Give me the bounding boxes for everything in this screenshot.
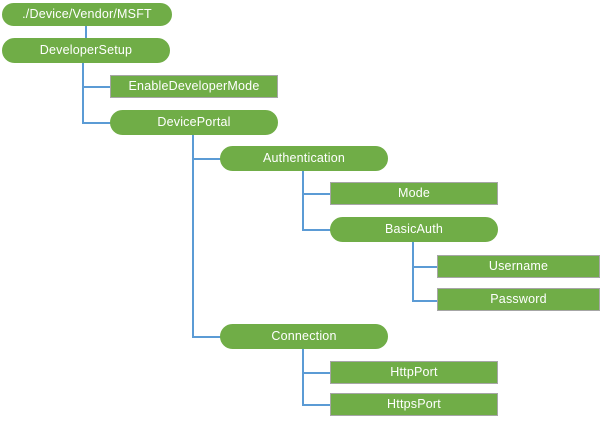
tree-node-label: HttpPort: [390, 365, 438, 380]
connector-auth-to-mode: [302, 193, 331, 195]
connector-connection-to-httpsport: [302, 404, 331, 406]
connector-deviceportal-to-connection: [192, 336, 221, 338]
tree-node-label: Authentication: [262, 151, 346, 166]
tree-node-label: ./Device/Vendor/MSFT: [22, 7, 152, 22]
connector-connection-to-httpport: [302, 372, 331, 374]
connector-root-to-developersetup: [85, 26, 87, 39]
connector-basicauth-trunk: [412, 242, 414, 301]
tree-node-label: Mode: [397, 186, 431, 201]
tree-node-deviceportal[interactable]: DevicePortal: [110, 110, 278, 135]
tree-node-httpsport[interactable]: HttpsPort: [330, 393, 498, 416]
tree-node-basicauth[interactable]: BasicAuth: [330, 217, 498, 242]
tree-node-label: BasicAuth: [384, 222, 444, 237]
tree-node-label: HttpsPort: [387, 397, 441, 412]
tree-node-httpport[interactable]: HttpPort: [330, 361, 498, 384]
tree-node-username[interactable]: Username: [437, 255, 600, 278]
tree-node-label: DevicePortal: [157, 115, 231, 130]
tree-node-password[interactable]: Password: [437, 288, 600, 311]
connector-basicauth-to-username: [412, 266, 438, 268]
tree-node-connection[interactable]: Connection: [220, 324, 388, 349]
tree-node-devsetup[interactable]: DeveloperSetup: [2, 38, 170, 63]
connector-developersetup-to-enabledev: [82, 86, 111, 88]
tree-node-label: Connection: [271, 329, 337, 344]
tree-node-label: Username: [488, 259, 549, 274]
connector-developersetup-to-deviceportal: [82, 122, 111, 124]
tree-node-root[interactable]: ./Device/Vendor/MSFT: [2, 3, 172, 26]
tree-node-label: EnableDeveloperMode: [128, 79, 260, 94]
connector-deviceportal-to-auth: [192, 158, 221, 160]
tree-node-authentication[interactable]: Authentication: [220, 146, 388, 171]
connector-deviceportal-trunk: [192, 135, 194, 337]
tree-node-enabledevmode[interactable]: EnableDeveloperMode: [110, 75, 278, 98]
tree-node-mode[interactable]: Mode: [330, 182, 498, 205]
tree-node-label: DeveloperSetup: [39, 43, 133, 58]
tree-node-label: Password: [490, 292, 547, 307]
connector-basicauth-to-password: [412, 300, 438, 302]
connector-developersetup-trunk: [82, 63, 84, 123]
connector-auth-trunk: [302, 171, 304, 230]
connector-connection-trunk: [302, 348, 304, 405]
connector-auth-to-basicauth: [302, 229, 331, 231]
